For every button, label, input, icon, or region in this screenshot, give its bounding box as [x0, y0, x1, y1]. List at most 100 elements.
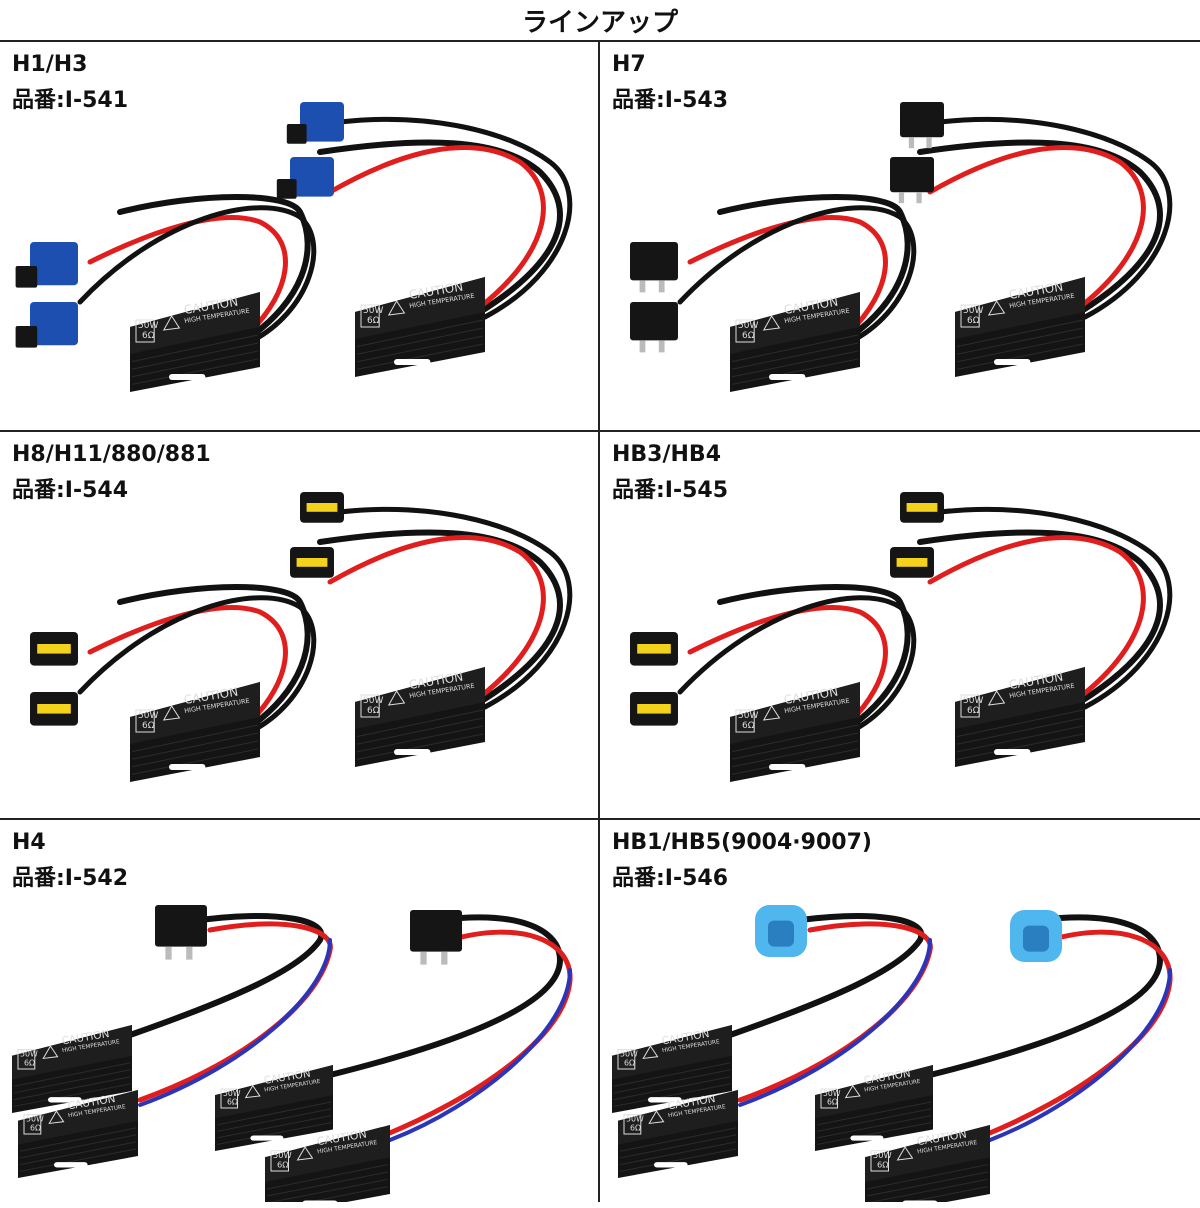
- connector-housing: [900, 102, 944, 138]
- product-title: H7: [612, 52, 646, 77]
- resistor-fin: [305, 1186, 389, 1202]
- wire: [138, 938, 332, 1107]
- wire: [117, 194, 311, 340]
- rating-ohm: 6Ω: [142, 721, 155, 731]
- rating-watt: 50W: [363, 306, 383, 316]
- resistor-fin: [131, 334, 259, 363]
- warning-icon: [762, 705, 781, 721]
- mounting-slot: [769, 374, 806, 380]
- wire: [687, 215, 888, 335]
- mounting-slot: [769, 764, 806, 770]
- rating-ohm: 6Ω: [630, 1123, 641, 1132]
- resistor-fin: [356, 733, 484, 760]
- resistor-fin: [619, 1127, 737, 1152]
- rating-watt: 50W: [873, 1150, 892, 1160]
- warning-icon: [642, 1045, 659, 1060]
- resistor-top-face: [730, 292, 860, 354]
- mounting-slot: [54, 1162, 88, 1168]
- resistor-top-face: [12, 1025, 132, 1080]
- resistor-fin: [131, 724, 259, 753]
- wire: [77, 595, 317, 735]
- resistor-fin: [619, 1148, 737, 1172]
- resistor-fin: [613, 1062, 731, 1087]
- connector-housing: [300, 102, 344, 142]
- resistor-fin: [613, 1083, 731, 1107]
- page-title: ラインアップ: [521, 7, 678, 38]
- wire: [917, 139, 1163, 315]
- connector-pin: [639, 340, 646, 353]
- wire: [87, 605, 288, 725]
- connector-pin: [926, 137, 932, 149]
- connector-seal: [637, 644, 671, 654]
- warning-icon: [296, 1146, 314, 1161]
- connector-housing: [630, 302, 678, 341]
- wire: [87, 215, 288, 335]
- resistor-top-face: [130, 682, 260, 744]
- rating-watt: 50W: [26, 1115, 44, 1124]
- wire: [717, 584, 911, 730]
- resistor-fin: [956, 717, 1084, 745]
- connector-b: [410, 910, 462, 965]
- grid-divider-horizontal-2: [0, 818, 1200, 820]
- resistor-fin: [19, 1141, 137, 1166]
- wire: [988, 968, 1172, 1142]
- warning-icon: [987, 300, 1006, 316]
- resistor-fin: [956, 343, 1084, 370]
- wire: [77, 205, 317, 345]
- rating-watt: 50W: [138, 711, 158, 721]
- rating-ohm: 6Ω: [277, 1159, 289, 1169]
- connector-d: [276, 157, 334, 199]
- resistor-fin: [269, 1178, 389, 1202]
- resistor-top-face: [215, 1065, 333, 1119]
- wire: [927, 914, 1164, 1078]
- wire: [937, 506, 1173, 710]
- resistor-fin: [731, 748, 859, 775]
- connector-seal: [306, 503, 338, 512]
- rating-ohm: 6Ω: [142, 331, 155, 341]
- resistor-fin: [13, 1069, 131, 1094]
- rating-frame: [735, 709, 755, 733]
- resistor-fin: [266, 1171, 389, 1197]
- resistor-fin: [866, 1171, 989, 1197]
- wire: [117, 584, 311, 730]
- connector-d: [290, 547, 334, 578]
- wire: [388, 968, 572, 1142]
- resistor-fin: [731, 342, 859, 370]
- product-part-number: 品番:I-543: [612, 88, 729, 113]
- connector-a: [630, 632, 678, 666]
- connector-pin: [916, 192, 922, 204]
- resistor-top-face: [955, 667, 1085, 729]
- warning-icon: [162, 705, 181, 721]
- rating-frame: [870, 1150, 889, 1172]
- resistor-fin: [216, 1108, 332, 1132]
- warning-icon: [844, 1084, 861, 1099]
- resistor-fin: [956, 725, 1084, 753]
- resistor-fin: [731, 358, 859, 385]
- product-title: HB3/HB4: [612, 442, 722, 467]
- resistor-top-face: [865, 1125, 990, 1183]
- rating-watt: 50W: [273, 1150, 292, 1160]
- connector-plug: [15, 326, 38, 348]
- resistor-fin: [866, 1164, 989, 1190]
- rating-watt: 50W: [223, 1089, 241, 1098]
- resistor-top-face: [18, 1090, 138, 1145]
- wire: [927, 535, 1146, 700]
- connector-socket: [768, 920, 794, 947]
- connector-a: [630, 242, 678, 293]
- rating-frame: [23, 1114, 42, 1135]
- connector-housing: [30, 302, 78, 346]
- mounting-slot: [994, 359, 1031, 365]
- connector-seal: [37, 704, 71, 714]
- rating-ohm: 6Ω: [624, 1058, 635, 1067]
- resistor-fin: [619, 1141, 737, 1166]
